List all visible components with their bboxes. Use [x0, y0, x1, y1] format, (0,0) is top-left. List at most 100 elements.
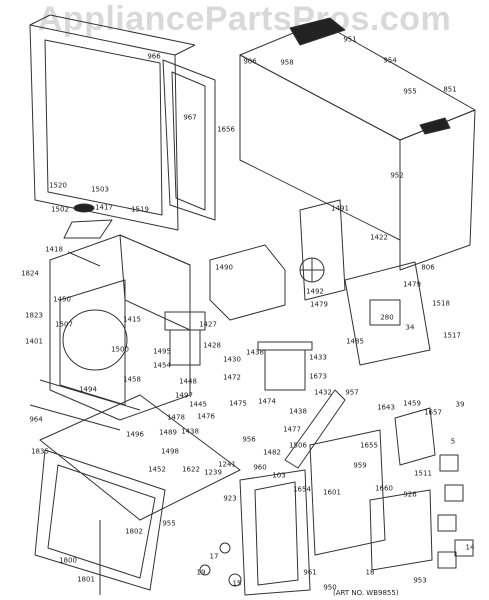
transformer-part	[257, 341, 313, 391]
switch-parts	[437, 454, 474, 569]
part-label: 1430	[223, 355, 241, 364]
part-label: 1459	[403, 399, 421, 408]
part-label: 18	[365, 568, 375, 577]
part-label: 1458	[123, 375, 141, 384]
part-label: 1432	[314, 388, 332, 397]
control-board-part	[309, 429, 433, 571]
part-label: 1477	[283, 425, 301, 434]
part-label: 14	[465, 543, 475, 552]
part-label: 964	[29, 415, 43, 424]
part-label: 280	[380, 313, 394, 322]
part-label: 1485	[346, 337, 364, 346]
part-label: 1417	[95, 203, 113, 212]
part-label: 34	[405, 323, 415, 332]
part-label: 957	[345, 388, 359, 397]
part-label: 1438	[246, 348, 264, 357]
part-label: 1438	[181, 427, 199, 436]
part-label: 1494	[79, 385, 97, 394]
part-label: 806	[421, 263, 435, 272]
part-label: 1427	[199, 320, 217, 329]
part-label: 1622	[182, 465, 200, 474]
part-label: 1479	[310, 300, 328, 309]
part-label: 959	[353, 461, 367, 470]
part-label: 1472	[223, 373, 241, 382]
part-label: 1655	[360, 441, 378, 450]
part-label: 1241	[218, 460, 236, 469]
front-frame-part	[29, 14, 196, 231]
part-label: 1454	[153, 361, 171, 370]
part-label: 1824	[21, 269, 39, 278]
oven-cavity-part	[29, 234, 191, 431]
part-label: 1503	[91, 185, 109, 194]
part-label: 1673	[309, 372, 327, 381]
part-label: 1445	[189, 400, 207, 409]
control-frame-part	[344, 261, 431, 366]
part-label: 951	[343, 35, 357, 44]
part-label: 1452	[148, 465, 166, 474]
part-label: 17	[209, 552, 219, 561]
part-label: 952	[390, 171, 404, 180]
fan-bracket-part	[299, 199, 346, 301]
part-label: 1490	[215, 263, 233, 272]
part-label: 1476	[197, 412, 215, 421]
part-label: 39	[455, 400, 465, 409]
part-label: 1507	[55, 320, 73, 329]
part-label: 966	[147, 52, 161, 61]
magnetron-part	[164, 311, 206, 366]
art-number-note: (ART NO. WB9855)	[333, 589, 399, 597]
part-label: 955	[403, 87, 417, 96]
part-label: 1479	[403, 280, 421, 289]
part-label: 1239	[204, 468, 222, 477]
outer-cabinet-part	[239, 17, 476, 271]
bracket-1657-part	[394, 407, 436, 466]
part-label: 1520	[49, 181, 67, 190]
part-label: 1601	[323, 488, 341, 497]
base-plate-part	[39, 394, 241, 521]
part-label: 1496	[126, 430, 144, 439]
part-label: 1802	[125, 527, 143, 536]
part-label: 953	[413, 576, 427, 585]
part-label: 1835	[31, 447, 49, 456]
part-label: 1511	[414, 469, 432, 478]
part-label: 1502	[51, 205, 69, 214]
part-label: 1800	[59, 556, 77, 565]
part-label: 1433	[309, 353, 327, 362]
part-label: 1643	[377, 403, 395, 412]
part-label: 1401	[25, 337, 43, 346]
part-label: 1422	[370, 233, 388, 242]
control-panel-frame-part	[239, 469, 311, 596]
part-label: 1438	[289, 407, 307, 416]
diagonal-brace-part	[284, 389, 346, 469]
part-label: 1500	[111, 345, 129, 354]
part-label: 1448	[179, 377, 197, 386]
part-label: 1492	[306, 287, 324, 296]
side-trim-part	[162, 59, 216, 221]
part-label: 926	[403, 490, 417, 499]
part-label: 906	[243, 57, 257, 66]
part-label: 1495	[153, 347, 171, 356]
part-label: 1415	[123, 315, 141, 324]
part-label: 1654	[293, 485, 311, 494]
part-label: 1474	[258, 397, 276, 406]
part-label: 955	[162, 519, 176, 528]
part-label: 1450	[53, 295, 71, 304]
part-label: 967	[183, 113, 197, 122]
watermark: AppliancePartsPros.com	[37, 0, 452, 38]
duct-part	[209, 244, 286, 321]
door-part	[34, 449, 166, 595]
part-label: 851	[443, 85, 457, 94]
part-label: 1656	[217, 125, 235, 134]
part-label: 1478	[167, 413, 185, 422]
part-label: 961	[303, 568, 317, 577]
part-label: 1506	[289, 441, 307, 450]
part-label: 1428	[203, 341, 221, 350]
part-label: 5	[450, 437, 456, 446]
part-label: 1801	[77, 575, 95, 584]
part-label: 960	[253, 463, 267, 472]
part-label: 1489	[159, 428, 177, 437]
part-label: 958	[280, 58, 294, 67]
small-knob-parts	[199, 542, 242, 587]
part-label: 19	[196, 568, 206, 577]
